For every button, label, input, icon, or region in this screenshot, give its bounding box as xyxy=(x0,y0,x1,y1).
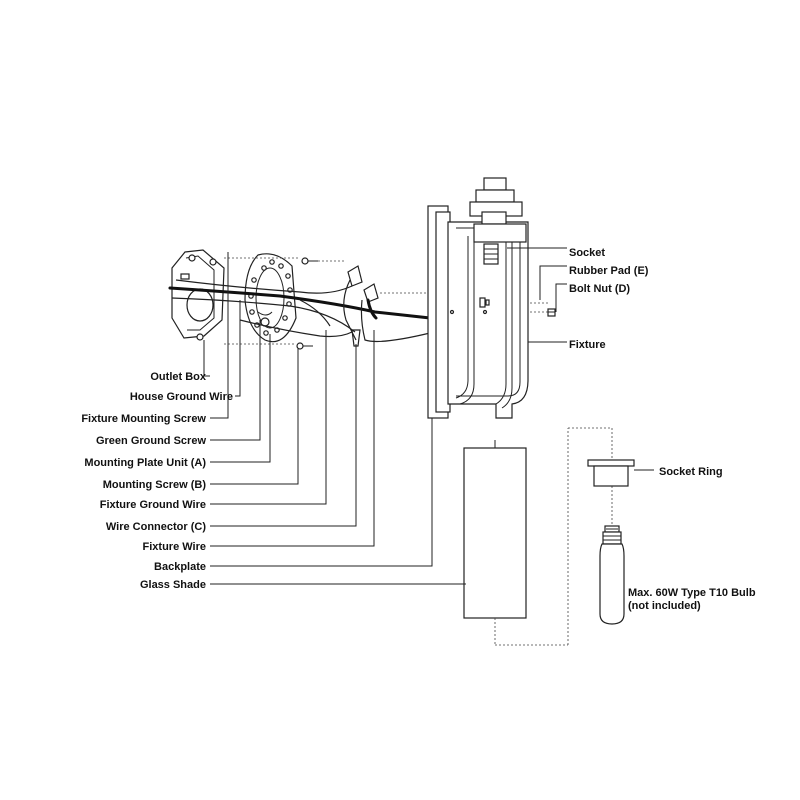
label-fixture: Fixture xyxy=(569,339,606,351)
outlet-box xyxy=(171,249,225,341)
bolt-nut xyxy=(449,308,556,317)
label-bolt-nut: Bolt Nut (D) xyxy=(569,283,630,295)
backplate xyxy=(427,205,451,419)
label-green-ground-screw: Green Ground Screw xyxy=(96,435,206,447)
glass-shade xyxy=(463,440,527,619)
fixture-wire xyxy=(171,279,431,343)
label-outlet-box: Outlet Box xyxy=(150,371,206,383)
mounting-screw xyxy=(296,342,313,350)
fixture-mounting-screw xyxy=(301,257,318,265)
label-fixture-wire: Fixture Wire xyxy=(143,541,206,553)
label-wire-connector: Wire Connector (C) xyxy=(106,521,206,533)
fixture xyxy=(447,221,529,419)
label-socket: Socket xyxy=(569,247,605,259)
house-wire xyxy=(168,286,432,320)
label-mounting-plate-unit: Mounting Plate Unit (A) xyxy=(84,457,206,469)
mounting-plate-unit xyxy=(244,253,297,343)
label-fixture-mounting-screw: Fixture Mounting Screw xyxy=(81,413,206,425)
label-socket-ring: Socket Ring xyxy=(659,466,723,478)
label-fixture-ground-wire: Fixture Ground Wire xyxy=(100,499,206,511)
wire-connector xyxy=(347,265,379,347)
rubber-pad xyxy=(479,297,490,308)
label-rubber-pad: Rubber Pad (E) xyxy=(569,265,649,277)
leader-lines xyxy=(203,247,654,585)
socket xyxy=(469,177,527,265)
label-mounting-screw: Mounting Screw (B) xyxy=(103,479,207,491)
label-house-ground-wire: House Ground Wire xyxy=(130,391,233,403)
bulb xyxy=(599,525,625,625)
label-bulb-line2: (not included) xyxy=(628,600,701,612)
bulb-alignment xyxy=(494,427,613,646)
label-backplate: Backplate xyxy=(154,561,206,573)
label-bulb-line1: Max. 60W Type T10 Bulb xyxy=(628,587,756,599)
label-glass-shade: Glass Shade xyxy=(140,579,206,591)
socket-ring xyxy=(587,459,635,487)
